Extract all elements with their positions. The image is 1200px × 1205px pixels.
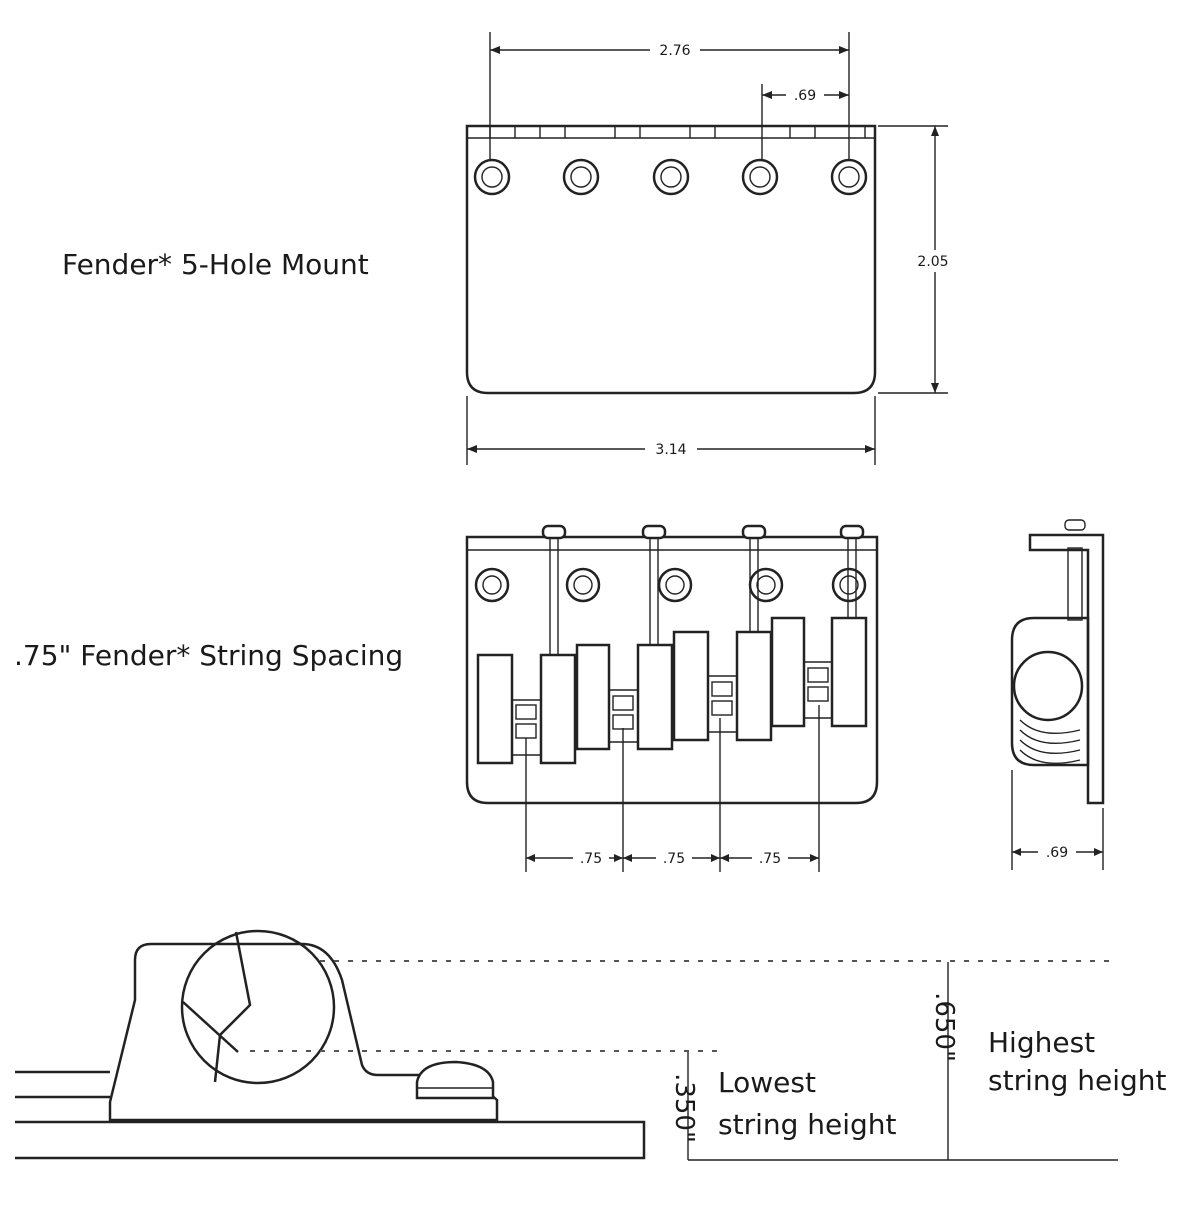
dimension-hole-pitch: .69 xyxy=(761,84,849,160)
dimension-plate-width: 3.14 xyxy=(466,396,876,465)
dimension-plate-height: 2.05 xyxy=(878,125,960,394)
highest-height-value: .650" xyxy=(929,992,959,1062)
dimension-hole-span: 2.76 xyxy=(489,32,850,160)
dimension-side-depth: .69 xyxy=(1011,770,1104,870)
svg-text:.75: .75 xyxy=(580,851,602,867)
saddle xyxy=(476,653,577,765)
saddle xyxy=(672,630,773,742)
svg-text:.69: .69 xyxy=(1046,845,1068,861)
mounting-hole xyxy=(652,158,690,196)
svg-text:3.14: 3.14 xyxy=(655,442,686,458)
saddle xyxy=(770,616,868,728)
mounting-hole xyxy=(562,158,600,196)
lowest-height-value: .350" xyxy=(669,1073,699,1143)
saddle xyxy=(575,643,674,751)
spacing-view-label: .75" Fender* String Spacing xyxy=(14,639,403,672)
svg-text:.75: .75 xyxy=(759,851,781,867)
mounting-hole xyxy=(741,158,779,196)
highest-label-line1: Highest xyxy=(988,1026,1095,1059)
top-view-label: Fender* 5-Hole Mount xyxy=(62,248,369,281)
top-view-plate xyxy=(465,124,877,395)
mounting-hole xyxy=(473,158,511,196)
highest-label-line2: string height xyxy=(988,1064,1167,1097)
svg-text:2.76: 2.76 xyxy=(659,43,690,59)
lowest-label-line1: Lowest xyxy=(718,1066,816,1099)
profile-view xyxy=(15,929,1118,1161)
mounting-hole xyxy=(830,158,868,196)
lowest-label-line2: string height xyxy=(718,1108,897,1141)
svg-text:2.05: 2.05 xyxy=(917,254,948,270)
side-view-bridge xyxy=(1010,519,1105,805)
svg-text:.75: .75 xyxy=(663,851,685,867)
svg-text:.69: .69 xyxy=(794,88,816,104)
dimension-string-spacing: .75 .75 .75 xyxy=(525,705,820,872)
